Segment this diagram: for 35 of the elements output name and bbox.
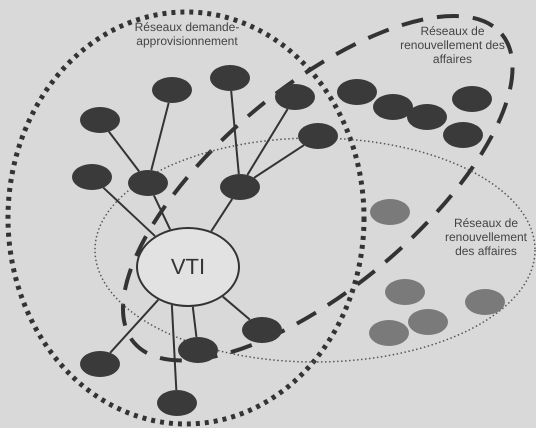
connector-line xyxy=(150,102,170,170)
network-node xyxy=(408,309,448,335)
network-node xyxy=(80,107,120,133)
network-label: Réseaux de renouvellement des affaires xyxy=(444,216,528,258)
hub-node: VTI xyxy=(136,227,240,307)
network-node xyxy=(152,77,192,103)
connector-line xyxy=(153,195,172,230)
connector-line xyxy=(109,299,159,354)
network-node xyxy=(385,279,425,305)
network-label: Réseaux demande-approvisionnement xyxy=(134,20,240,48)
network-node xyxy=(465,289,505,315)
network-node xyxy=(157,390,197,416)
connector-line xyxy=(210,198,234,232)
network-node xyxy=(406,104,447,130)
connector-line xyxy=(246,108,288,176)
network-node xyxy=(336,78,377,105)
connector-line xyxy=(230,90,240,174)
connector-line xyxy=(108,131,140,172)
network-label: Réseaux de renouvellement des affaires xyxy=(400,24,505,66)
network-node xyxy=(442,122,483,148)
network-node xyxy=(80,351,120,377)
network-node xyxy=(369,320,409,346)
network-node xyxy=(220,174,260,200)
network-node xyxy=(298,123,338,149)
network-node xyxy=(210,65,250,91)
network-node xyxy=(372,94,413,120)
network-node xyxy=(275,84,315,110)
connector-line xyxy=(222,296,251,320)
network-node xyxy=(72,164,112,190)
connector-line xyxy=(254,144,304,179)
network-node xyxy=(242,317,282,343)
connector-line xyxy=(192,306,198,338)
network-node xyxy=(128,170,168,196)
connector-line xyxy=(170,304,178,390)
network-node xyxy=(452,86,492,112)
